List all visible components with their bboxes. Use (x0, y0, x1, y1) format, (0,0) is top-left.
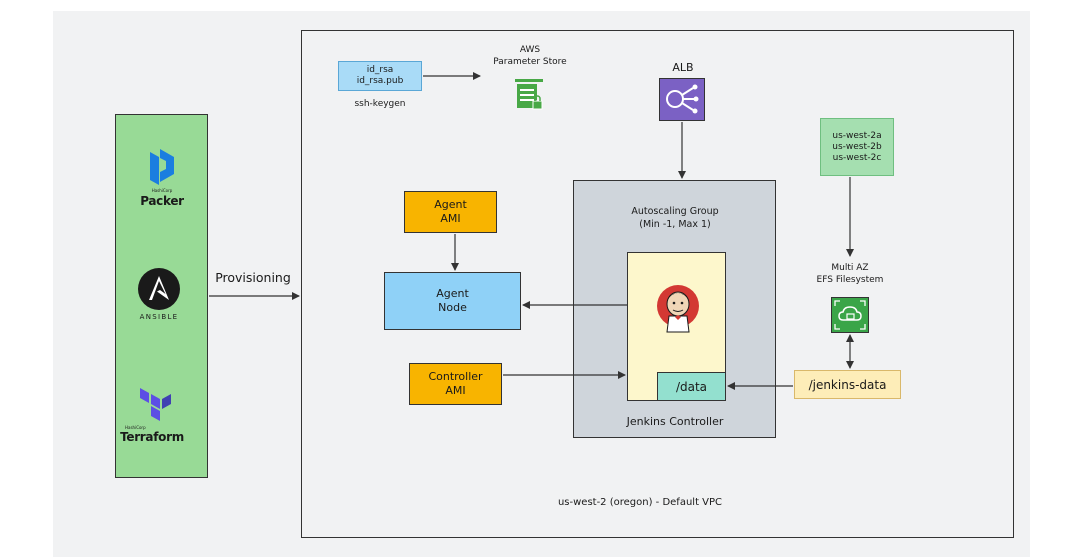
data-mount-box: /data (657, 372, 726, 401)
asg-title-line-2: (Min -1, Max 1) (639, 219, 711, 230)
ssh-keygen-caption: ssh-keygen (354, 99, 406, 109)
availability-zones-box: us-west-2a us-west-2b us-west-2c (820, 118, 894, 176)
ssh-key-id-rsa-pub: id_rsa.pub (356, 76, 404, 86)
parameter-store-icon (515, 79, 543, 111)
agent-node-box: Agent Node (384, 272, 521, 330)
parameter-store-title-1: AWS (519, 45, 541, 55)
vpc-caption: us-west-2 (oregon) - Default VPC (557, 497, 723, 508)
controller-ami-line-2: AMI (445, 384, 466, 397)
provisioning-label: Provisioning (215, 270, 291, 285)
packer-label: Packer (140, 194, 184, 208)
alb-icon (659, 78, 705, 121)
agent-ami-line-2: AMI (440, 212, 461, 225)
jenkins-logo-icon (655, 284, 701, 334)
terraform-logo-icon (139, 387, 173, 423)
az-item: us-west-2b (832, 141, 882, 152)
jenkins-data-box: /jenkins-data (794, 370, 901, 399)
parameter-store-title-2: Parameter Store (493, 57, 567, 67)
ssh-key-id-rsa: id_rsa (366, 65, 394, 75)
packer-brand: HashiCorp (151, 188, 173, 193)
packer-logo-icon (148, 148, 176, 186)
jenkins-controller-caption: Jenkins Controller (626, 415, 724, 428)
data-mount-label: /data (675, 379, 708, 394)
jenkins-data-label: /jenkins-data (808, 377, 887, 392)
efs-title-line-2: EFS Filesystem (816, 275, 884, 285)
controller-ami-line-1: Controller (428, 370, 483, 383)
ssh-keys-box: id_rsa id_rsa.pub (338, 61, 422, 91)
terraform-brand: HashiCorp (125, 425, 146, 430)
agent-ami-line-1: Agent (434, 198, 467, 211)
asg-title-line-1: Autoscaling Group (631, 206, 719, 217)
controller-ami-box: Controller AMI (409, 363, 502, 405)
agent-ami-box: Agent AMI (404, 191, 497, 233)
az-item: us-west-2c (832, 152, 882, 163)
efs-title-line-1: Multi AZ (831, 263, 869, 273)
agent-node-line-1: Agent (436, 287, 469, 300)
efs-icon (831, 297, 869, 333)
ansible-label: ANSIBLE (139, 313, 179, 321)
az-item: us-west-2a (832, 130, 882, 141)
terraform-label: Terraform (120, 430, 184, 444)
agent-node-line-2: Node (438, 301, 467, 314)
ansible-logo-icon (137, 267, 181, 311)
alb-label: ALB (672, 61, 694, 74)
